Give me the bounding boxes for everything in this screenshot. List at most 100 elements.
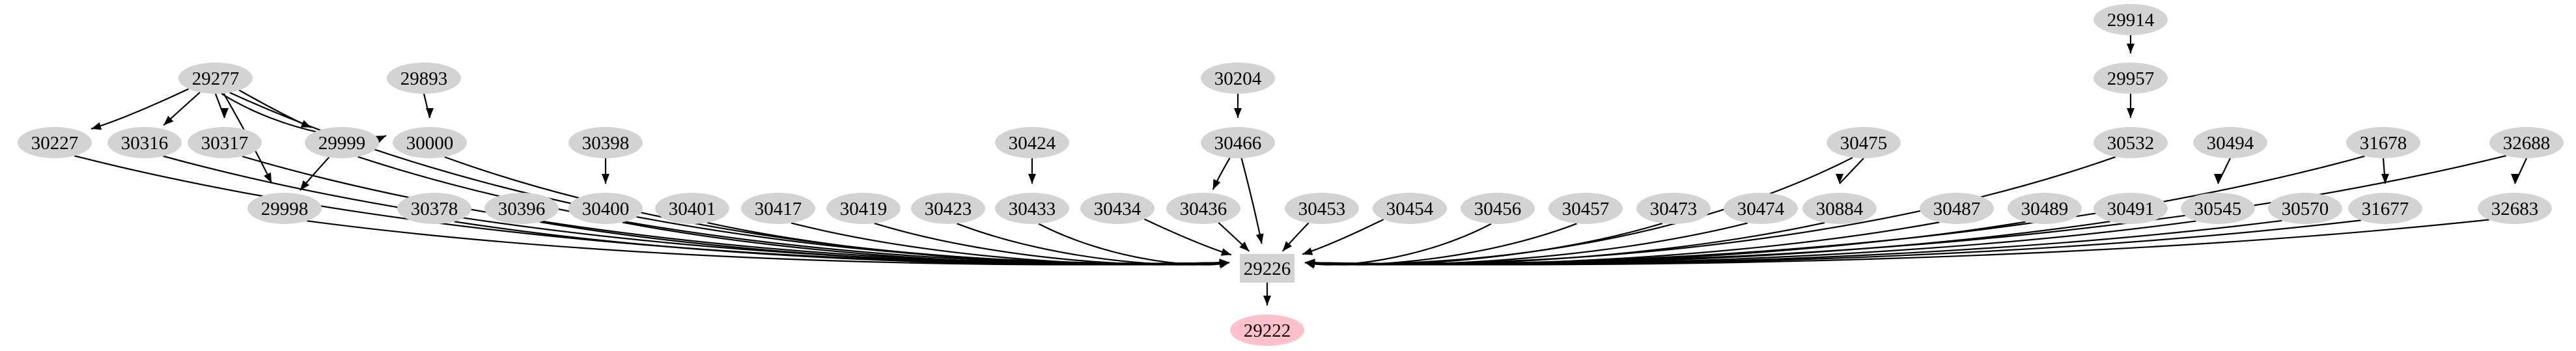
graph-node-30424[interactable]: 30424 bbox=[995, 127, 1069, 158]
node-shape-ellipse[interactable] bbox=[107, 127, 182, 158]
node-shape-ellipse[interactable] bbox=[1166, 193, 1240, 224]
graph-node-30884[interactable]: 30884 bbox=[1802, 193, 1877, 224]
graph-node-30433[interactable]: 30433 bbox=[995, 193, 1069, 224]
node-shape-ellipse[interactable] bbox=[2346, 127, 2420, 158]
graph-node-30398[interactable]: 30398 bbox=[568, 127, 643, 158]
graph-node-29277[interactable]: 29277 bbox=[178, 63, 253, 94]
graph-node-30474[interactable]: 30474 bbox=[1724, 193, 1798, 224]
graph-node-30316[interactable]: 30316 bbox=[107, 127, 182, 158]
node-shape-ellipse[interactable] bbox=[484, 193, 559, 224]
graph-node-30434[interactable]: 30434 bbox=[1080, 193, 1155, 224]
node-shape-ellipse[interactable] bbox=[393, 127, 467, 158]
graph-node-30000[interactable]: 30000 bbox=[393, 127, 467, 158]
graph-node-30487[interactable]: 30487 bbox=[1920, 193, 1994, 224]
graph-node-29222[interactable]: 29222 bbox=[1230, 315, 1304, 346]
node-shape-ellipse[interactable] bbox=[1724, 193, 1798, 224]
graph-node-30475[interactable]: 30475 bbox=[1827, 127, 1901, 158]
node-shape-ellipse[interactable] bbox=[1548, 193, 1623, 224]
node-shape-ellipse[interactable] bbox=[1636, 193, 1711, 224]
graph-node-30570[interactable]: 30570 bbox=[2268, 193, 2342, 224]
node-shape-ellipse[interactable] bbox=[188, 127, 262, 158]
node-shape-ellipse[interactable] bbox=[2268, 193, 2342, 224]
node-shape-ellipse[interactable] bbox=[2093, 63, 2168, 94]
graph-node-30423[interactable]: 30423 bbox=[911, 193, 985, 224]
node-shape-ellipse[interactable] bbox=[1201, 127, 1275, 158]
graph-node-29998[interactable]: 29998 bbox=[247, 193, 322, 224]
node-shape-ellipse[interactable] bbox=[2193, 127, 2267, 158]
node-label: 30396 bbox=[498, 199, 546, 219]
node-shape-ellipse[interactable] bbox=[1080, 193, 1155, 224]
graph-node-30417[interactable]: 30417 bbox=[741, 193, 815, 224]
node-label: 30434 bbox=[1094, 199, 1141, 219]
node-shape-ellipse[interactable] bbox=[2489, 127, 2564, 158]
graph-node-30204[interactable]: 30204 bbox=[1201, 63, 1275, 94]
node-shape-ellipse[interactable] bbox=[1373, 193, 1447, 224]
node-shape-ellipse[interactable] bbox=[1230, 315, 1304, 346]
graph-node-30532[interactable]: 30532 bbox=[2093, 127, 2168, 158]
graph-node-30457[interactable]: 30457 bbox=[1548, 193, 1623, 224]
node-shape-ellipse[interactable] bbox=[1802, 193, 1877, 224]
graph-node-30378[interactable]: 30378 bbox=[397, 193, 471, 224]
graph-node-30396[interactable]: 30396 bbox=[484, 193, 559, 224]
graph-node-29957[interactable]: 29957 bbox=[2093, 63, 2168, 94]
graph-node-30494[interactable]: 30494 bbox=[2193, 127, 2267, 158]
edge-arrowhead bbox=[1282, 241, 1293, 251]
graph-node-30227[interactable]: 30227 bbox=[18, 127, 92, 158]
node-shape-ellipse[interactable] bbox=[1827, 127, 1901, 158]
node-shape-ellipse[interactable] bbox=[2181, 193, 2255, 224]
node-label: 30398 bbox=[582, 133, 630, 154]
graph-node-30466[interactable]: 30466 bbox=[1201, 127, 1275, 158]
graph-node-29914[interactable]: 29914 bbox=[2093, 4, 2168, 35]
edge-arrowhead bbox=[1836, 174, 1843, 184]
graph-node-30473[interactable]: 30473 bbox=[1636, 193, 1711, 224]
node-shape-ellipse[interactable] bbox=[568, 193, 643, 224]
node-shape-box[interactable] bbox=[1240, 254, 1295, 283]
node-label: 30570 bbox=[2282, 199, 2329, 219]
node-shape-ellipse[interactable] bbox=[826, 193, 901, 224]
node-shape-ellipse[interactable] bbox=[397, 193, 471, 224]
graph-node-30545[interactable]: 30545 bbox=[2181, 193, 2255, 224]
graph-node-29999[interactable]: 29999 bbox=[305, 127, 379, 158]
graph-node-32683[interactable]: 32683 bbox=[2478, 193, 2552, 224]
node-shape-ellipse[interactable] bbox=[1285, 193, 1359, 224]
graph-node-30401[interactable]: 30401 bbox=[655, 193, 729, 224]
node-label: 30419 bbox=[840, 199, 888, 219]
node-shape-ellipse[interactable] bbox=[178, 63, 253, 94]
node-shape-ellipse[interactable] bbox=[2093, 193, 2168, 224]
node-shape-ellipse[interactable] bbox=[2478, 193, 2552, 224]
node-shape-ellipse[interactable] bbox=[247, 193, 322, 224]
node-shape-ellipse[interactable] bbox=[1920, 193, 1994, 224]
node-shape-ellipse[interactable] bbox=[2008, 193, 2082, 224]
graph-node-30419[interactable]: 30419 bbox=[826, 193, 901, 224]
node-shape-ellipse[interactable] bbox=[911, 193, 985, 224]
node-shape-ellipse[interactable] bbox=[1201, 63, 1275, 94]
graph-node-30400[interactable]: 30400 bbox=[568, 193, 643, 224]
node-shape-ellipse[interactable] bbox=[18, 127, 92, 158]
node-shape-ellipse[interactable] bbox=[2093, 4, 2168, 35]
node-shape-ellipse[interactable] bbox=[2348, 193, 2422, 224]
node-shape-ellipse[interactable] bbox=[655, 193, 729, 224]
node-shape-ellipse[interactable] bbox=[387, 63, 461, 94]
node-shape-ellipse[interactable] bbox=[741, 193, 815, 224]
graph-node-30317[interactable]: 30317 bbox=[188, 127, 262, 158]
graph-node-32688[interactable]: 32688 bbox=[2489, 127, 2564, 158]
graph-node-30489[interactable]: 30489 bbox=[2008, 193, 2082, 224]
graph-node-29226[interactable]: 29226 bbox=[1240, 254, 1295, 283]
graph-node-30453[interactable]: 30453 bbox=[1285, 193, 1359, 224]
graph-node-30436[interactable]: 30436 bbox=[1166, 193, 1240, 224]
node-label: 30400 bbox=[582, 199, 630, 219]
graph-node-30456[interactable]: 30456 bbox=[1461, 193, 1535, 224]
node-shape-ellipse[interactable] bbox=[1461, 193, 1535, 224]
node-label: 30433 bbox=[1009, 199, 1056, 219]
node-shape-ellipse[interactable] bbox=[995, 193, 1069, 224]
node-shape-ellipse[interactable] bbox=[305, 127, 379, 158]
node-shape-ellipse[interactable] bbox=[995, 127, 1069, 158]
node-shape-ellipse[interactable] bbox=[568, 127, 643, 158]
graph-node-31677[interactable]: 31677 bbox=[2348, 193, 2422, 224]
node-shape-ellipse[interactable] bbox=[2093, 127, 2168, 158]
graph-node-30454[interactable]: 30454 bbox=[1373, 193, 1447, 224]
graph-node-30491[interactable]: 30491 bbox=[2093, 193, 2168, 224]
graph-node-31678[interactable]: 31678 bbox=[2346, 127, 2420, 158]
node-label: 30489 bbox=[2021, 199, 2069, 219]
graph-node-29893[interactable]: 29893 bbox=[387, 63, 461, 94]
